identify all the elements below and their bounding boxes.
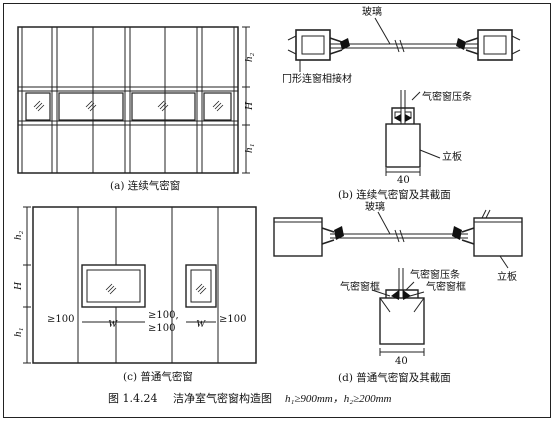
panel-a-elevation (17, 26, 250, 174)
dim-h1-c: h₁ (12, 328, 24, 338)
dim-h2-c: h₂ (12, 231, 24, 241)
min-right-c: ≥100 (219, 314, 246, 325)
label-board-d: 立板 (497, 270, 517, 283)
width-40-b: 40 (397, 175, 410, 186)
panel-c-elevation (23, 206, 257, 364)
label-frame-left-d: 气密窗框 (340, 280, 380, 293)
label-glass-b: 玻璃 (362, 5, 382, 18)
dim-W2-c: W (196, 318, 206, 330)
dim-H-a: H (243, 101, 255, 111)
caption-d: (d) 普通气密窗及其截面 (338, 371, 451, 384)
figure-title: 洁净室气密窗构造图 (173, 391, 272, 405)
min-left-c: ≥100 (47, 314, 74, 325)
label-glass-d: 玻璃 (365, 200, 385, 213)
label-frame-right-d: 气密窗框 (426, 280, 466, 293)
dim-h1-a: h₁ (243, 144, 255, 154)
label-strip-d: 气密窗压条 (410, 268, 460, 281)
figure-label: 图 1.4.24 (108, 392, 157, 405)
label-strip-b: 气密窗压条 (422, 90, 472, 103)
label-connector-b: 冂形连窗相接材 (282, 72, 352, 85)
dim-W1-c: W (108, 318, 118, 330)
min-mid-c: ≥100, (148, 310, 179, 321)
dim-h2-a: h₂ (243, 53, 255, 63)
label-board-b: 立板 (442, 150, 462, 163)
figure-border (3, 3, 551, 418)
panel-b-section (287, 17, 521, 176)
min-mid2-c: ≥100 (148, 323, 175, 334)
caption-b: (b) 连续气密窗及其截面 (338, 188, 451, 201)
caption-c: (c) 普通气密窗 (123, 370, 193, 383)
dim-H-c: H (12, 281, 24, 291)
figure-conditions: h₁≥900mm，h₂≥200mm (285, 393, 392, 405)
width-40-d: 40 (395, 356, 408, 367)
panel-d-section (273, 209, 523, 356)
caption-a: (a) 连续气密窗 (110, 179, 180, 192)
